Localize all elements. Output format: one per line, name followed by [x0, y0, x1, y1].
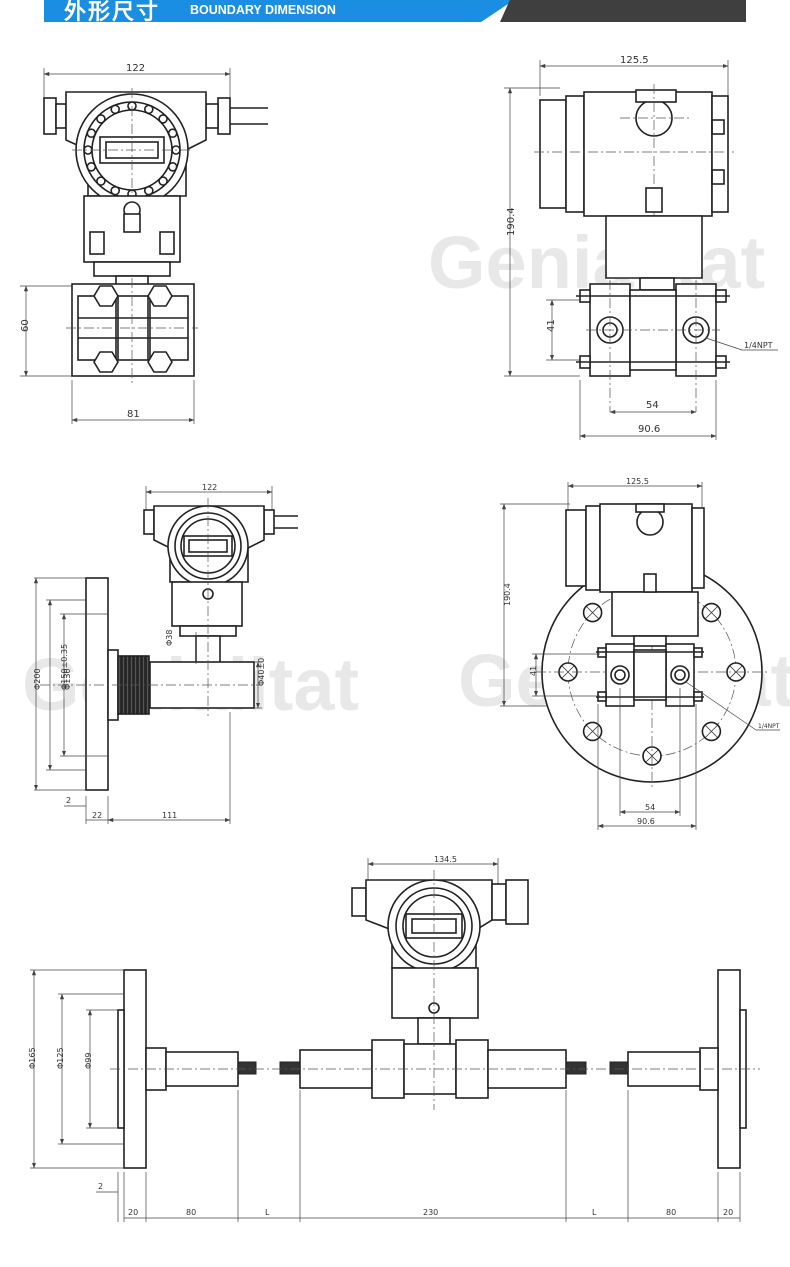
view4-dim-width-top: 125.5	[626, 477, 649, 486]
view4-flange-front-view: 125.5 190.4 1/4NP	[500, 477, 780, 830]
view1-front-view: 122 60	[20, 63, 268, 424]
view1-dim-width-top: 122	[126, 63, 145, 74]
view4-dim-height-small: 41	[529, 666, 538, 676]
view5-dim-body: 230	[423, 1208, 438, 1217]
view2-dim-height-small: 41	[546, 319, 557, 332]
view5-dim-cap-left: L	[265, 1208, 270, 1217]
view2-side-view: 125.5 190.4 41	[504, 55, 778, 440]
view5-double-flange-view: 134.5	[28, 855, 760, 1222]
view3-dim-body-dia: Φ40±0	[257, 658, 266, 686]
section-header: 外形尺寸 BOUNDARY DIMENSION	[0, 0, 790, 25]
view5-dim-face-thk: 2	[98, 1182, 103, 1191]
header-dark-banner	[500, 0, 746, 22]
view5-dim-stem-left: 80	[186, 1208, 196, 1217]
view3-dim-face-thk: 2	[66, 796, 71, 805]
view1-dim-height: 60	[20, 319, 31, 332]
header-title-en: BOUNDARY DIMENSION	[190, 3, 336, 17]
header-blue-banner	[44, 0, 514, 22]
view3-dim-neck-dia: Φ38	[165, 630, 174, 646]
view3-dim-flange-dia: Φ200	[33, 668, 42, 690]
view2-dim-width-top: 125.5	[620, 55, 649, 66]
view5-dim-flange-left: 20	[128, 1208, 138, 1217]
view2-dim-width-outer: 90.6	[638, 424, 660, 435]
view4-port-label: 1/4NPT	[758, 723, 780, 730]
view4-dim-width-outer: 90.6	[637, 817, 655, 826]
view5-dim-width-top: 134.5	[434, 855, 457, 864]
view5-dim-flange-right: 20	[723, 1208, 733, 1217]
view5-dim-stem-right: 80	[666, 1208, 676, 1217]
view2-port-label: 1/4NPT	[744, 341, 773, 350]
view5-dim-cap-right: L	[592, 1208, 597, 1217]
view5-dim-flange-dia: Φ165	[28, 1047, 37, 1069]
view3-dim-length: 111	[162, 811, 177, 820]
view4-dim-width-inner: 54	[645, 803, 655, 812]
view2-dim-width-inner: 54	[646, 400, 659, 411]
view5-dim-face-dia: Φ99	[84, 1053, 93, 1069]
view3-flange-view: 122 Φ200 Φ150±0.35 Φ130	[33, 483, 298, 824]
view4-dim-height: 190.4	[503, 583, 512, 606]
view3-dim-flange-thk: 22	[92, 811, 102, 820]
view5-dim-bolt-dia: Φ125	[56, 1047, 65, 1069]
view2-dim-height: 190.4	[506, 207, 517, 236]
view3-dim-face-dia: Φ130	[63, 668, 72, 690]
view3-dim-width-top: 122	[202, 483, 217, 492]
header-title-cn: 外形尺寸	[64, 0, 161, 25]
view1-dim-width-bottom: 81	[127, 409, 140, 420]
